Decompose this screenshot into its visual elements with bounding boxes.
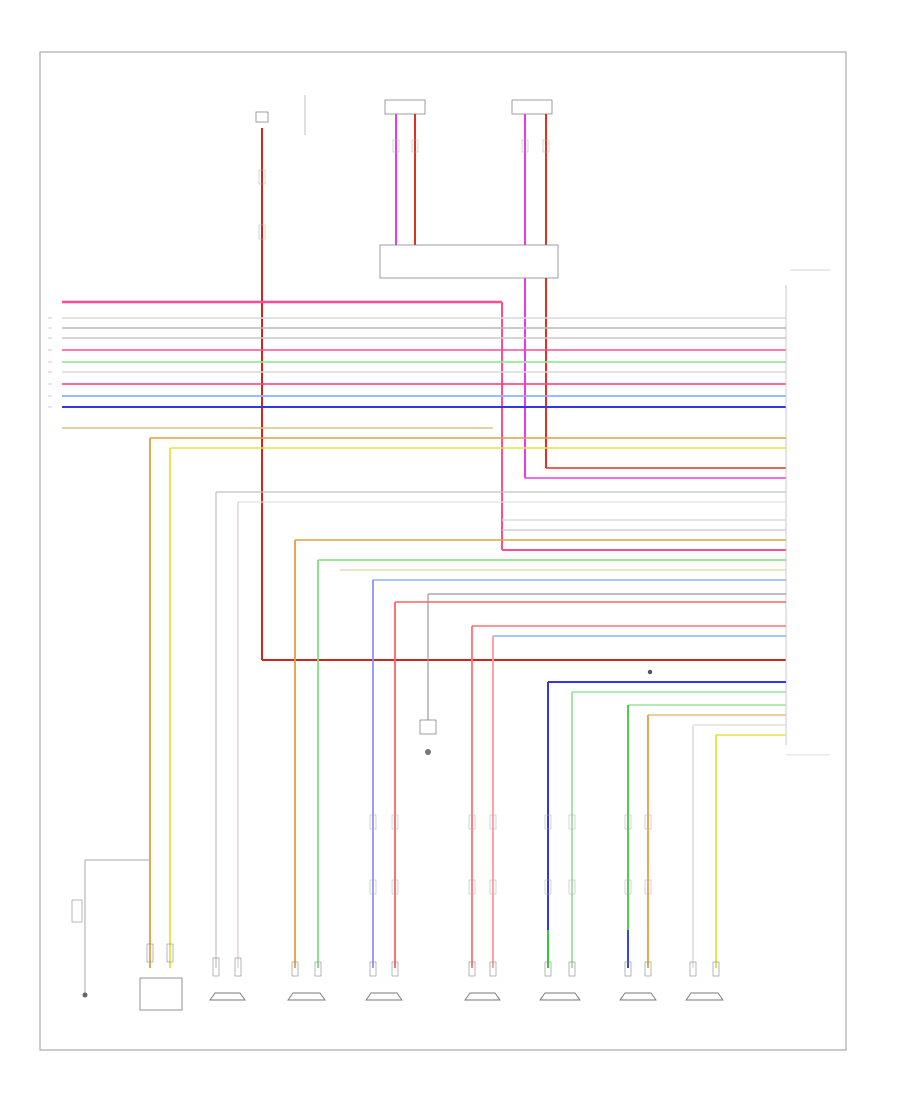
fuse-feed — [255, 95, 786, 661]
splice-module — [379, 244, 559, 279]
aux-input-jack — [139, 977, 183, 1011]
speaker-left-top — [384, 99, 426, 245]
left-front-door-speaker — [464, 992, 501, 1001]
left-pin-marks — [48, 317, 52, 408]
right-rear-door-speaker — [539, 992, 581, 1001]
connector-marker — [647, 669, 830, 756]
bus-wires — [62, 300, 786, 551]
inline-connectors — [258, 139, 652, 895]
right-tweeter-speaker — [209, 992, 246, 1001]
speaker-feed-wires — [149, 437, 786, 968]
subwoofer-speaker — [685, 992, 724, 1001]
diagram-frame — [39, 51, 847, 1051]
connector-pins — [146, 943, 720, 977]
head-unit-connector — [785, 269, 830, 745]
aux-switch — [71, 859, 150, 998]
antenna-component — [419, 719, 437, 755]
left-tweeter-speaker — [287, 992, 326, 1001]
speaker-right-top — [511, 99, 553, 245]
left-rear-door-speaker — [619, 992, 657, 1001]
right-front-door-speaker — [365, 992, 403, 1001]
module-outputs — [524, 278, 786, 479]
